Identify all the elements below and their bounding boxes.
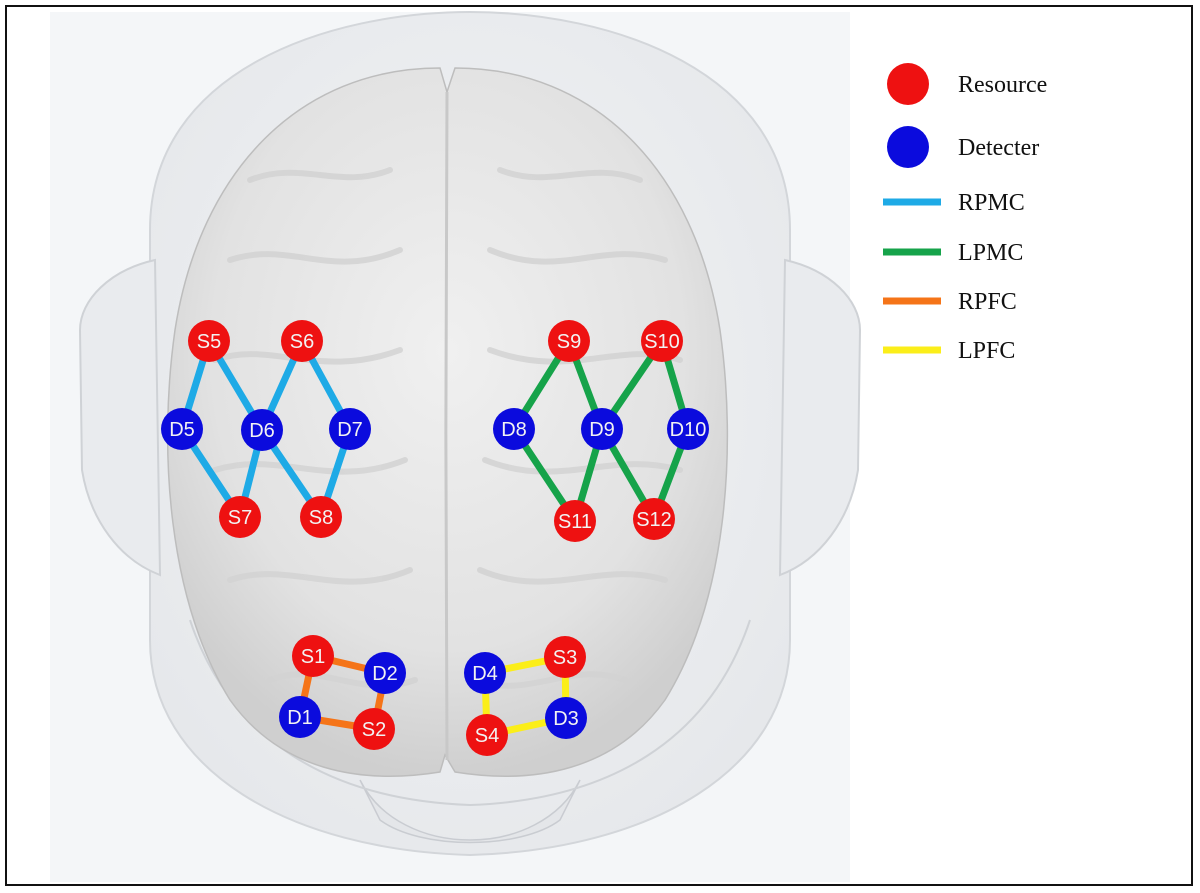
node-label: S1 [301,646,325,668]
node-s3: S3 [544,636,586,678]
node-s11: S11 [554,500,596,542]
node-s5: S5 [188,320,230,362]
node-label: D1 [287,707,313,729]
node-d4: D4 [464,652,506,694]
node-label: S7 [228,507,252,529]
detector-dot [241,409,283,451]
node-label: S6 [290,331,314,353]
node-label: S9 [557,331,581,353]
left-ear [78,258,162,577]
node-label: S11 [558,511,592,533]
node-label: D2 [372,663,398,685]
source-dot [633,498,675,540]
node-label: D7 [337,419,363,441]
detector-dot [329,408,371,450]
node-label: S3 [553,647,577,669]
node-label: S4 [475,725,499,747]
detector-dot [464,652,506,694]
node-label: S10 [644,331,680,353]
detector-dot [667,408,709,450]
source-dot [292,635,334,677]
detector-dot [161,408,203,450]
node-d8: D8 [493,408,535,450]
source-dot [641,320,683,362]
detector-dot [581,408,623,450]
source-dot [544,636,586,678]
source-dot [188,320,230,362]
legend-item-detecter: Detecter [887,126,1039,168]
legend-item-rpmc: RPMC [883,190,1025,216]
source-dot [300,496,342,538]
node-s2: S2 [353,708,395,750]
node-s1: S1 [292,635,334,677]
node-label: D10 [670,419,707,441]
node-s12: S12 [633,498,675,540]
detector-dot [545,697,587,739]
legend-label: Resource [958,72,1047,98]
node-label: S2 [362,719,386,741]
node-s10: S10 [641,320,683,362]
node-s6: S6 [281,320,323,362]
source-dot [548,320,590,362]
legend-label: Detecter [958,135,1039,161]
source-dot [554,500,596,542]
node-s8: S8 [300,496,342,538]
right-ear [778,258,862,577]
node-d1: D1 [279,696,321,738]
node-s7: S7 [219,496,261,538]
node-label: D9 [589,419,615,441]
legend-item-rpfc: RPFC [883,289,1017,315]
source-dot [466,714,508,756]
node-s9: S9 [548,320,590,362]
legend-label: LPMC [958,240,1023,266]
node-label: D4 [472,663,498,685]
node-label: D5 [169,419,195,441]
node-d5: D5 [161,408,203,450]
node-d10: D10 [667,408,709,450]
legend-label: RPFC [958,289,1017,315]
detector-dot [493,408,535,450]
node-d7: D7 [329,408,371,450]
detector-dot [279,696,321,738]
nose [359,779,581,844]
legend-item-lpfc: LPFC [883,338,1015,364]
node-s4: S4 [466,714,508,756]
legend-label: RPMC [958,190,1025,216]
node-d2: D2 [364,652,406,694]
legend-item-resource: Resource [887,63,1047,105]
node-label: D8 [501,419,527,441]
detector-dot [364,652,406,694]
source-dot [353,708,395,750]
legend-swatch-dot [887,63,929,105]
node-label: D6 [249,420,275,442]
brain [166,67,729,777]
legend-label: LPFC [958,338,1015,364]
node-d3: D3 [545,697,587,739]
legend-item-lpmc: LPMC [883,240,1023,266]
figure-border [5,5,1193,886]
node-label: S8 [309,507,333,529]
node-d9: D9 [581,408,623,450]
node-label: S5 [197,331,221,353]
node-label: S12 [636,509,672,531]
source-dot [219,496,261,538]
source-dot [281,320,323,362]
node-d6: D6 [241,409,283,451]
longitudinal-fissure [444,91,449,761]
legend-swatch-dot [887,126,929,168]
node-label: D3 [553,708,579,730]
